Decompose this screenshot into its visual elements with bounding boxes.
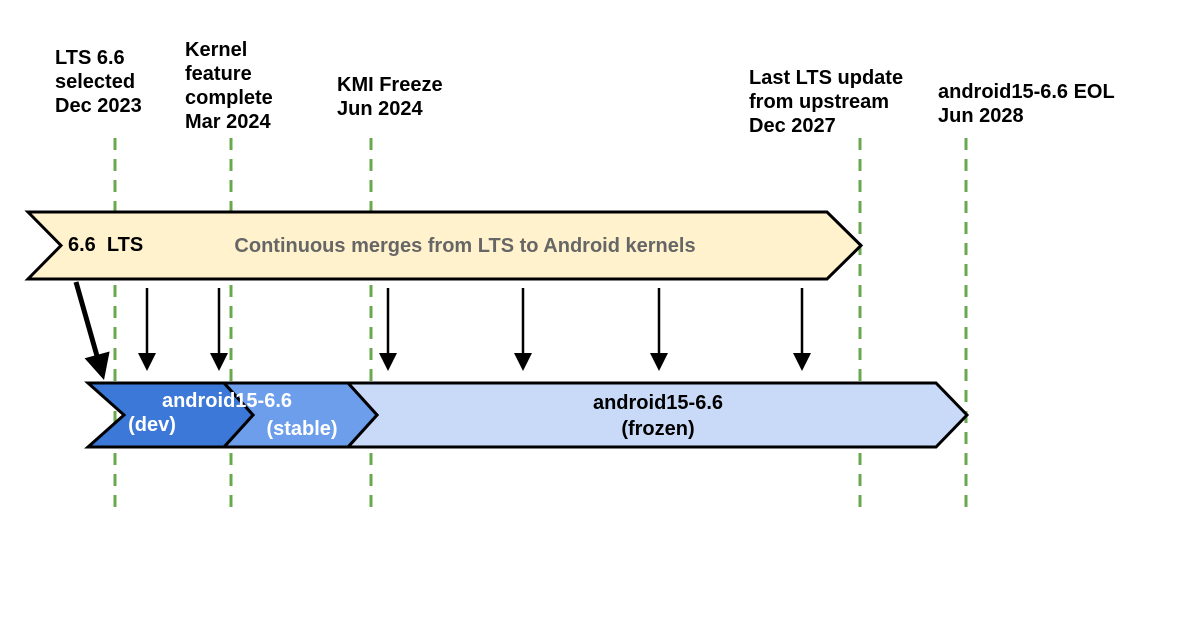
merge-arrow-head (379, 353, 397, 371)
dev-segment-shape (84, 381, 256, 449)
lts-banner-title: Continuous merges from LTS to Android ke… (234, 235, 696, 257)
branch-arrow-head (84, 351, 110, 380)
milestone-label-lts-selected: LTS 6.6 selected Dec 2023 (55, 47, 142, 117)
branch-arrow (73, 281, 110, 380)
frozen-segment-label: android15-6.6 (frozen) (592, 392, 724, 440)
stable-segment-sublabel: (stable) (266, 418, 338, 440)
milestone-label-feature-complete: Kernel feature complete Mar 2024 (185, 39, 273, 133)
lts-banner-tag: 6.6 LTS (68, 234, 144, 256)
milestone-guide-lines (113, 138, 968, 508)
lts-banner-shape (24, 210, 864, 281)
dev-segment-title: android15-6.6 (161, 390, 293, 412)
milestone-label-last-lts-update: Last LTS update from upstream Dec 2027 (749, 67, 904, 137)
merge-arrow-head (138, 353, 156, 371)
merge-arrow-head (210, 353, 228, 371)
merge-arrows (138, 288, 811, 371)
milestone-label-kmi-freeze: KMI Freeze Jun 2024 (337, 74, 443, 120)
dev-segment-sublabel: (dev) (128, 414, 176, 436)
merge-arrow-head (650, 353, 668, 371)
merge-arrow-head (514, 353, 532, 371)
merge-arrow-head (793, 353, 811, 371)
branch-arrow-shaft (73, 281, 100, 357)
milestone-label-eol: android15-6.6 EOL Jun 2028 (938, 81, 1115, 127)
